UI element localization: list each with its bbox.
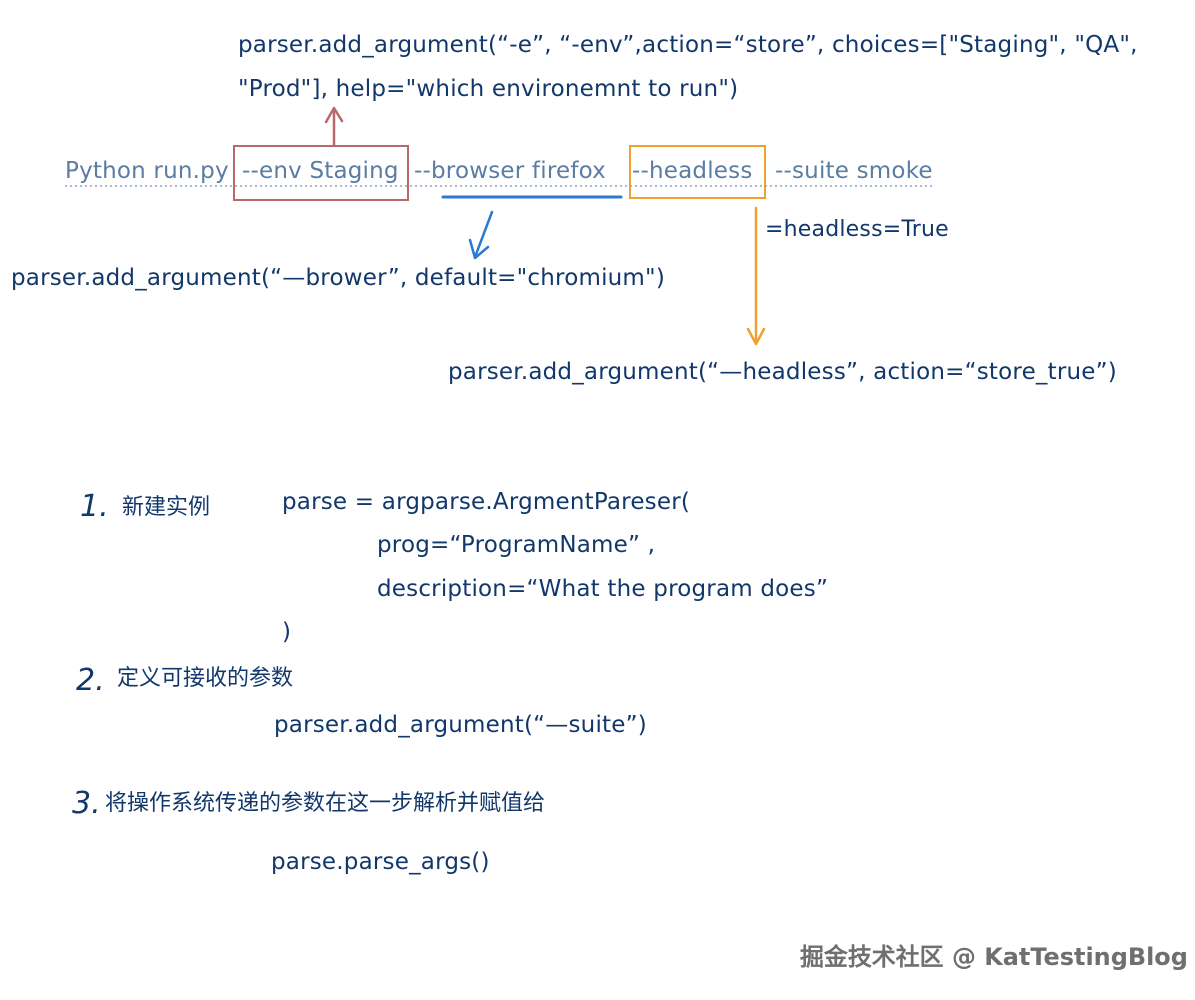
- headless-argument-code: parser.add_argument(“—headless”, action=…: [448, 359, 1117, 385]
- env-argument-code-line-2: "Prod"], help="which environemnt to run"…: [238, 76, 739, 102]
- step-2-code: parser.add_argument(“—suite”): [274, 712, 647, 738]
- watermark: 掘金技术社区 @ KatTestingBlog: [800, 943, 1188, 971]
- command-suite: --suite smoke: [775, 158, 933, 184]
- env-highlight-box: [233, 145, 409, 201]
- headless-arrow-icon: [746, 206, 766, 346]
- browser-arrow-icon: [468, 210, 494, 260]
- step-2-number: 2.: [76, 663, 105, 698]
- env-arrow-icon: [324, 106, 344, 147]
- browser-argument-code: parser.add_argument(“—brower”, default="…: [11, 265, 665, 291]
- headless-highlight-box: [629, 145, 766, 199]
- step-1-number: 1.: [80, 489, 109, 524]
- step-1-title: 新建实例: [122, 495, 211, 520]
- step-2-title: 定义可接收的参数: [117, 666, 294, 691]
- step-1-code-line-2: prog=“ProgramName” ,: [377, 532, 656, 558]
- command-headless: --headless: [632, 158, 753, 184]
- step-1-code-line-4: ): [282, 619, 292, 645]
- step-1-code-line-1: parse = argparse.ArgmentPareser(: [282, 489, 691, 515]
- headless-equals-note: =headless=True: [765, 217, 949, 242]
- step-3-code: parse.parse_args(): [271, 849, 490, 875]
- step-3-title: 将操作系统传递的参数在这一步解析并赋值给: [105, 791, 546, 816]
- env-argument-code-line-1: parser.add_argument(“-e”, “-env”,action=…: [238, 32, 1138, 58]
- command-python: Python run.py: [65, 158, 229, 184]
- step-3-number: 3.: [72, 786, 101, 821]
- command-browser: --browser firefox: [414, 158, 606, 184]
- step-1-code-line-3: description=“What the program does”: [377, 576, 829, 602]
- command-env: --env Staging: [242, 158, 399, 184]
